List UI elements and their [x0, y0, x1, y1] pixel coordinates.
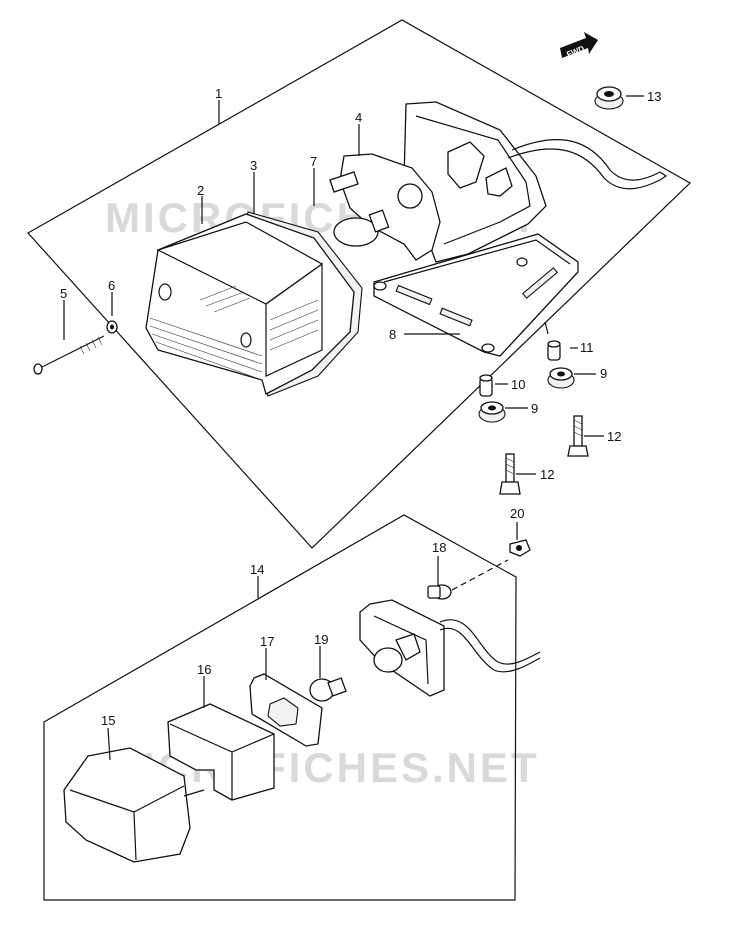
- lower-assembly-frame: [43, 514, 517, 901]
- screw-5: [33, 335, 105, 375]
- callout-2: 2: [197, 183, 204, 198]
- callout-16: 16: [197, 662, 211, 677]
- gasket-17: [249, 673, 323, 747]
- grommet-9b: [478, 401, 506, 423]
- callout-13: 13: [647, 89, 661, 104]
- callout-14: 14: [250, 562, 264, 577]
- callout-5: 5: [60, 286, 67, 301]
- callout-11: 11: [580, 340, 594, 355]
- callout-1: 1: [215, 86, 222, 101]
- socket-16: [167, 703, 275, 801]
- callout-4: 4: [355, 110, 362, 125]
- bolt-18: [427, 559, 509, 600]
- lower-housing: [359, 599, 541, 697]
- collar-10: [479, 374, 493, 397]
- collar-11: [547, 340, 561, 361]
- lens-15: [63, 747, 205, 863]
- callout-17: 17: [260, 634, 274, 649]
- callout-18: 18: [432, 540, 446, 555]
- bulb-19: [309, 677, 347, 702]
- callout-9b: 9: [531, 401, 538, 416]
- callout-12a: 12: [607, 429, 621, 444]
- upper-assembly-frame: [27, 19, 691, 549]
- callout-8: 8: [389, 327, 396, 342]
- callout-15: 15: [101, 713, 115, 728]
- callout-5-7: 7: [310, 154, 317, 169]
- taillight-housing-4: [339, 101, 668, 263]
- callout-19: 19: [314, 632, 328, 647]
- bulb-7: [329, 171, 390, 247]
- callout-20: 20: [510, 506, 524, 521]
- callout-12b: 12: [540, 467, 554, 482]
- taillight-lens-2: [145, 211, 363, 397]
- leader-lines: [63, 95, 644, 761]
- callout-9a: 9: [600, 366, 607, 381]
- bolt-12a: [567, 415, 589, 457]
- fwd-arrow-icon: FWD: [560, 32, 598, 59]
- grommet-9a: [547, 367, 575, 389]
- grommet-13: [594, 86, 624, 110]
- callout-6: 6: [108, 278, 115, 293]
- callout-3: 3: [250, 158, 257, 173]
- callout-10: 10: [511, 377, 525, 392]
- bolt-12b: [499, 453, 521, 495]
- washer-6: [106, 320, 118, 334]
- nut-20: [509, 539, 531, 557]
- bracket-plate-8: [373, 233, 579, 357]
